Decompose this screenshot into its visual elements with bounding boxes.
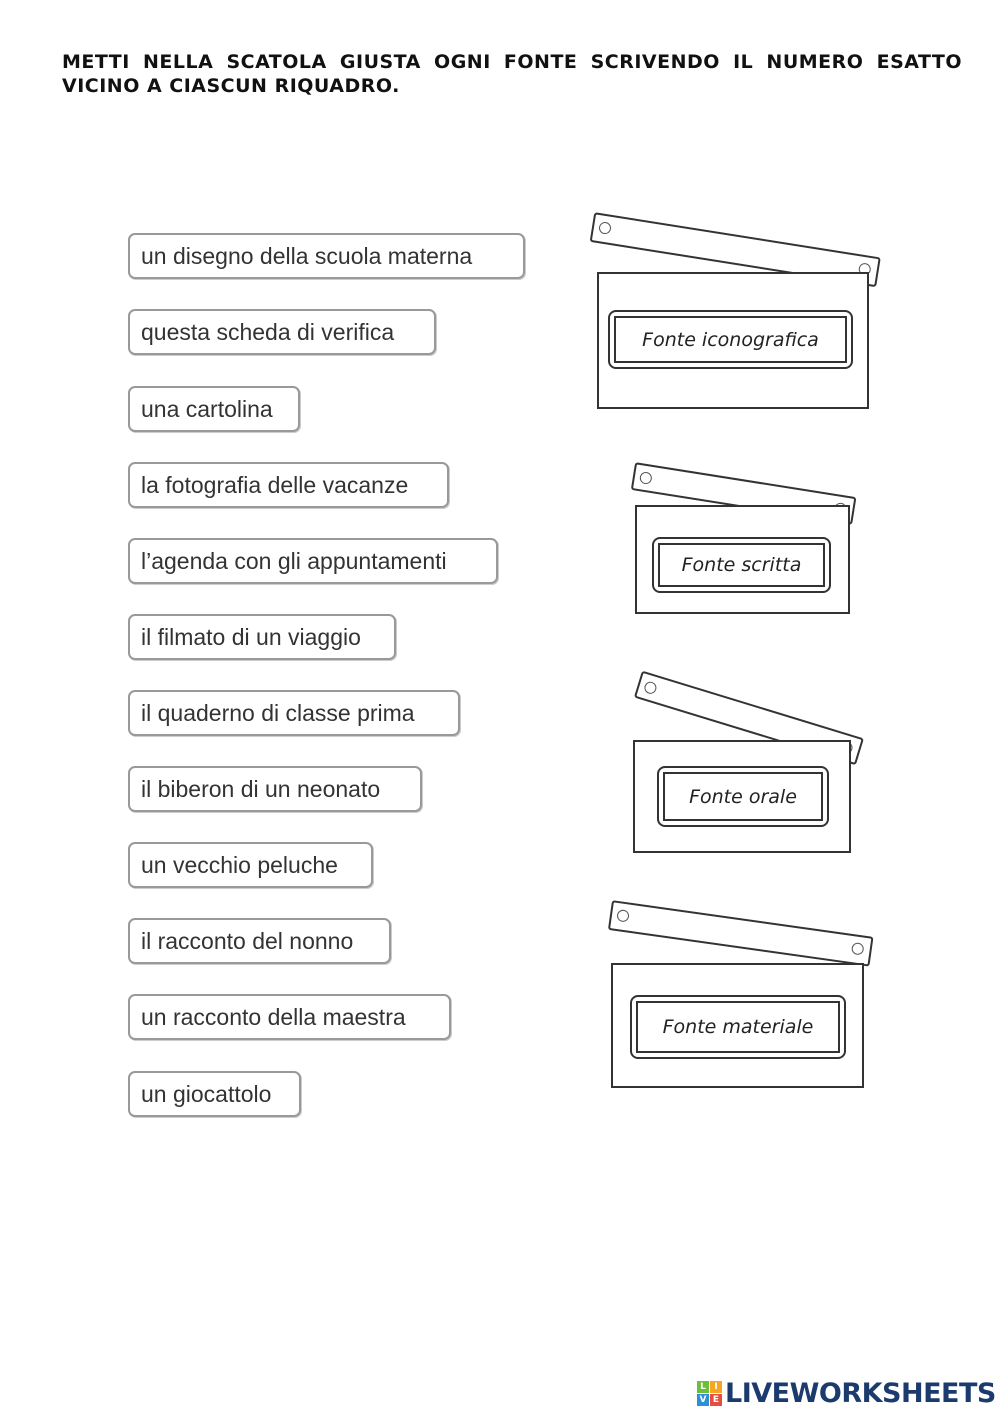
source-item-9[interactable]: un vecchio peluche bbox=[128, 842, 373, 888]
box-label-frame: Fonte iconografica bbox=[608, 310, 853, 369]
box-body bbox=[597, 272, 869, 409]
source-item-11[interactable]: un racconto della maestra bbox=[128, 994, 451, 1040]
source-item-12[interactable]: un giocattolo bbox=[128, 1071, 301, 1117]
box-body bbox=[635, 505, 850, 614]
logo-text: LIVEWORKSHEETS bbox=[725, 1378, 996, 1409]
source-item-4[interactable]: la fotografia delle vacanze bbox=[128, 462, 449, 508]
instructions: METTI NELLA SCATOLA GIUSTA OGNI FONTE SC… bbox=[62, 51, 962, 97]
box-label: Fonte scritta bbox=[658, 543, 825, 587]
source-item-3[interactable]: una cartolina bbox=[128, 386, 300, 432]
source-item-6[interactable]: il filmato di un viaggio bbox=[128, 614, 396, 660]
box-label-frame: Fonte scritta bbox=[652, 537, 831, 593]
source-item-2[interactable]: questa scheda di verifica bbox=[128, 309, 436, 355]
box-label-frame: Fonte materiale bbox=[630, 995, 846, 1059]
box-label: Fonte orale bbox=[663, 772, 823, 821]
box-label: Fonte iconografica bbox=[614, 316, 847, 363]
source-item-10[interactable]: il racconto del nonno bbox=[128, 918, 391, 964]
box-body bbox=[611, 963, 864, 1088]
logo-icon: L I V E bbox=[697, 1381, 722, 1406]
liveworksheets-logo: L I V E LIVEWORKSHEETS bbox=[697, 1378, 996, 1409]
source-item-5[interactable]: l’agenda con gli appuntamenti bbox=[128, 538, 498, 584]
source-item-1[interactable]: un disegno della scuola materna bbox=[128, 233, 525, 279]
box-label-frame: Fonte orale bbox=[657, 766, 829, 827]
box-body bbox=[633, 740, 851, 853]
source-item-7[interactable]: il quaderno di classe prima bbox=[128, 690, 460, 736]
source-item-8[interactable]: il biberon di un neonato bbox=[128, 766, 422, 812]
box-lid bbox=[607, 900, 874, 967]
box-label: Fonte materiale bbox=[636, 1001, 840, 1053]
